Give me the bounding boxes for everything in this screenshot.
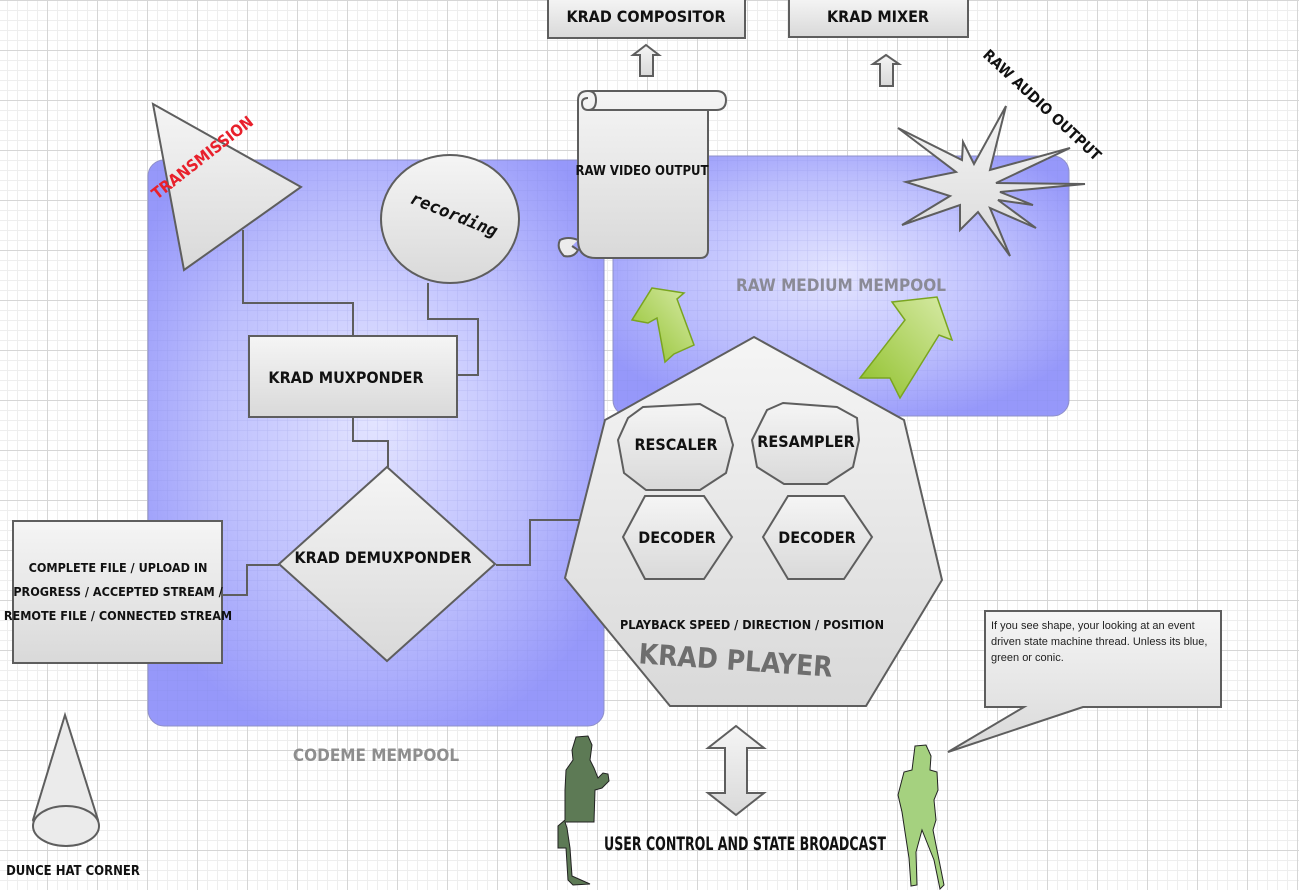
user-control-label: USER CONTROL AND STATE BROADCAST — [604, 833, 886, 855]
rescaler-octagon[interactable]: RESCALER — [616, 402, 735, 491]
krad-demuxponder-label: KRAD DEMUXPONDER — [295, 548, 472, 567]
decoder-audio-label: DECODER — [778, 528, 855, 547]
up-arrow-icon — [869, 53, 903, 87]
resampler-octagon[interactable]: RESAMPLER — [750, 401, 861, 485]
krad-mixer-label: KRAD MIXER — [827, 7, 929, 26]
rescaler-label: RESCALER — [634, 435, 717, 454]
connector-lines — [222, 230, 580, 596]
dunce-hat-cone[interactable] — [31, 711, 100, 847]
raw-medium-mempool-label: RAW MEDIUM MEMPOOL — [736, 276, 946, 296]
raw-video-output-label: RAW VIDEO OUTPUT — [575, 164, 708, 179]
transmission-triangle[interactable] — [151, 102, 303, 272]
dunce-hat-corner-label: DUNCE HAT CORNER — [6, 864, 140, 879]
man-silhouette-icon — [557, 735, 610, 886]
codeme-mempool-label: CODEME MEMPOOL — [293, 746, 459, 766]
up-arrow-icon — [630, 43, 662, 77]
decoder-hexagon-audio[interactable]: DECODER — [761, 495, 874, 580]
green-arrow-icon — [858, 296, 954, 400]
double-arrow-icon — [705, 724, 767, 817]
callout-text: If you see shape, your looking at an eve… — [991, 620, 1208, 664]
krad-compositor-label: KRAD COMPOSITOR — [566, 7, 725, 26]
raw-audio-output-burst[interactable] — [897, 105, 1086, 257]
source-line: REMOTE FILE / CONNECTED STREAM — [4, 608, 232, 623]
codeme-mempool — [147, 159, 605, 727]
krad-demuxponder-diamond[interactable]: KRAD DEMUXPONDER — [277, 465, 497, 663]
green-arrow-icon — [630, 287, 695, 364]
raw-audio-output-label: RAW AUDIO OUTPUT — [979, 46, 1105, 165]
source-box[interactable]: COMPLETE FILE / UPLOAD IN PROGRESS / ACC… — [4, 520, 232, 664]
krad-compositor-box[interactable]: KRAD COMPOSITOR — [547, 0, 746, 39]
krad-muxponder-box[interactable]: KRAD MUXPONDER — [248, 335, 458, 418]
source-line: PROGRESS / ACCEPTED STREAM / — [13, 584, 223, 599]
callout-bubble — [947, 610, 1222, 753]
playback-controls-label: PLAYBACK SPEED / DIRECTION / POSITION — [620, 617, 884, 632]
krad-muxponder-label: KRAD MUXPONDER — [268, 368, 423, 387]
decoder-video-label: DECODER — [638, 528, 715, 547]
decoder-hexagon-video[interactable]: DECODER — [621, 495, 734, 580]
resampler-label: RESAMPLER — [757, 432, 854, 451]
raw-video-output-scroll[interactable]: RAW VIDEO OUTPUT — [557, 90, 728, 259]
source-line: COMPLETE FILE / UPLOAD IN — [29, 560, 208, 575]
krad-mixer-box[interactable]: KRAD MIXER — [788, 0, 969, 38]
woman-silhouette-icon — [897, 744, 945, 890]
recording-circle[interactable]: recording — [380, 154, 520, 284]
